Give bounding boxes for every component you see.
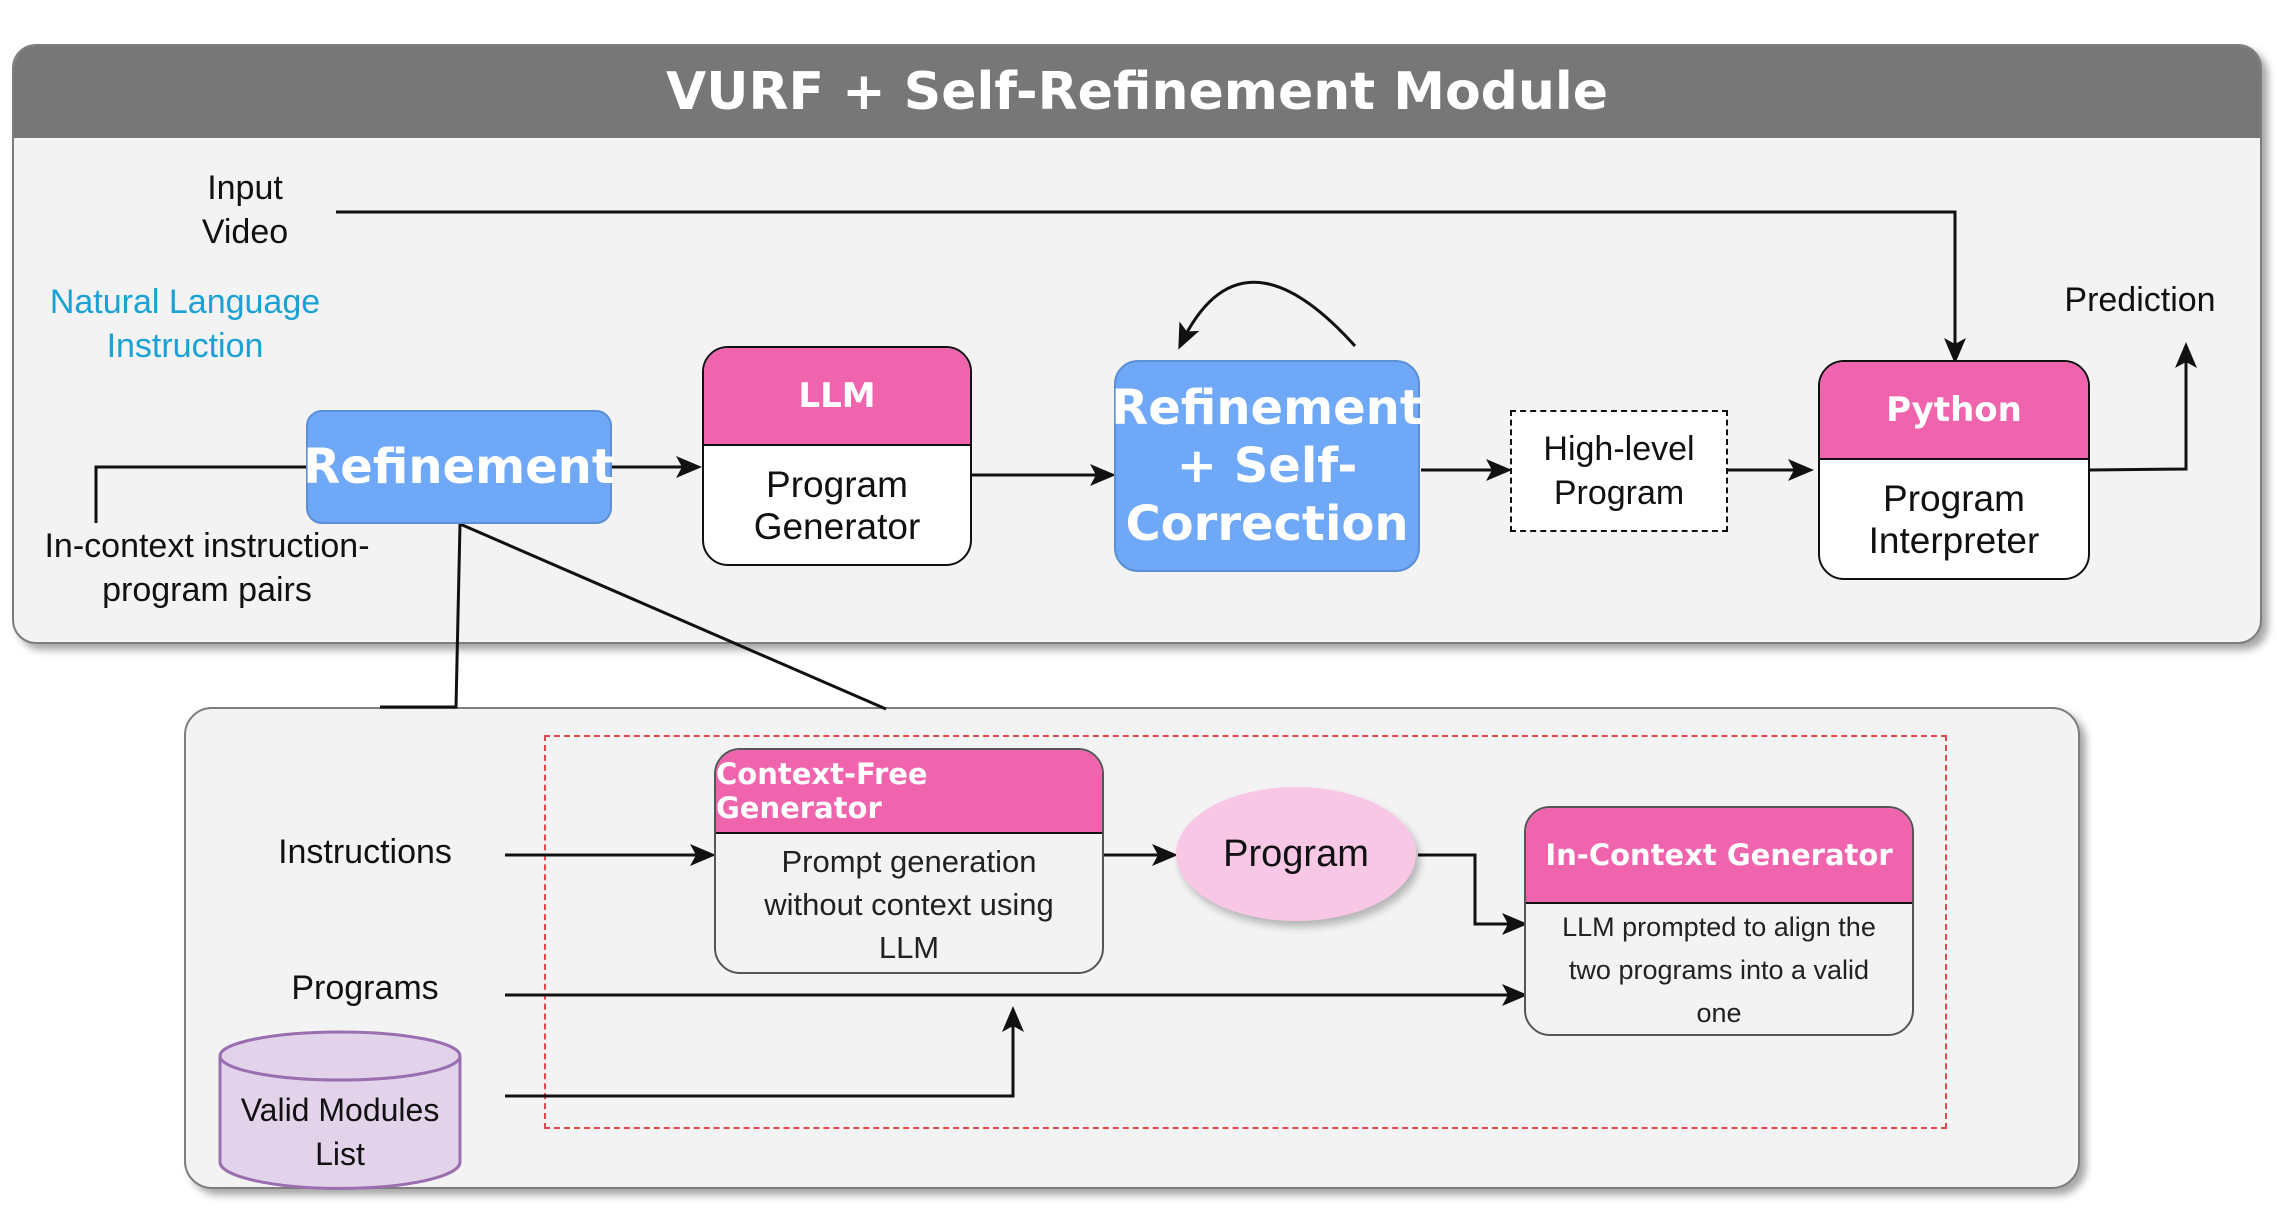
program-to-incontext-arrow [1418,853,1528,935]
nl-instruction-label: Natural Language Instruction [49,283,321,365]
zoom-line-left [380,523,462,709]
module-title: VURF + Self-Refinement Module [14,46,2260,138]
pairs-to-refinement-line [94,465,308,523]
python-card-body: Program Interpreter [1868,478,2040,561]
in-context-body: LLM prompted to align the two programs i… [1562,911,1876,1028]
in-context-generator-card: In-Context Generator LLM prompted to ali… [1524,806,1914,1036]
self-loop-arrow [1178,280,1357,350]
context-free-generator-card: Context-Free Generator Prompt generation… [714,748,1104,974]
high-level-program-box: High-level Program [1510,410,1728,532]
refinement-box: Refinement [303,410,615,524]
self-correction-box: Refinement + Self- Correction [1111,360,1423,572]
incontext-pairs-label: In-context instruction- program pairs [44,527,370,609]
input-video-label: Input Video [201,169,289,251]
interpreter-to-prediction-arrow [2089,342,2197,472]
context-free-head: Context-Free Generator [716,750,1102,834]
llm-program-generator-card: LLM Program Generator [702,346,972,566]
in-context-head: In-Context Generator [1526,808,1912,904]
zoom-line-right [459,522,887,711]
program-node: Program [1176,787,1416,921]
python-card-head: Python [1820,362,2088,460]
llm-card-head: LLM [704,348,970,446]
programs-label: Programs [291,969,439,1007]
python-interpreter-card: Python Program Interpreter [1818,360,2090,580]
modules-arrow [505,1006,1024,1098]
instructions-label: Instructions [278,833,452,871]
context-free-body: Prompt generation without context using … [764,843,1054,965]
generator-group-outline [544,735,1947,1129]
video-to-interpreter-arrow [336,210,1966,364]
valid-modules-label: Valid Modules List [240,1092,440,1172]
valid-modules-database-icon [218,1030,462,1190]
llm-card-body: Program Generator [753,464,921,547]
prediction-label: Prediction [2064,281,2216,319]
